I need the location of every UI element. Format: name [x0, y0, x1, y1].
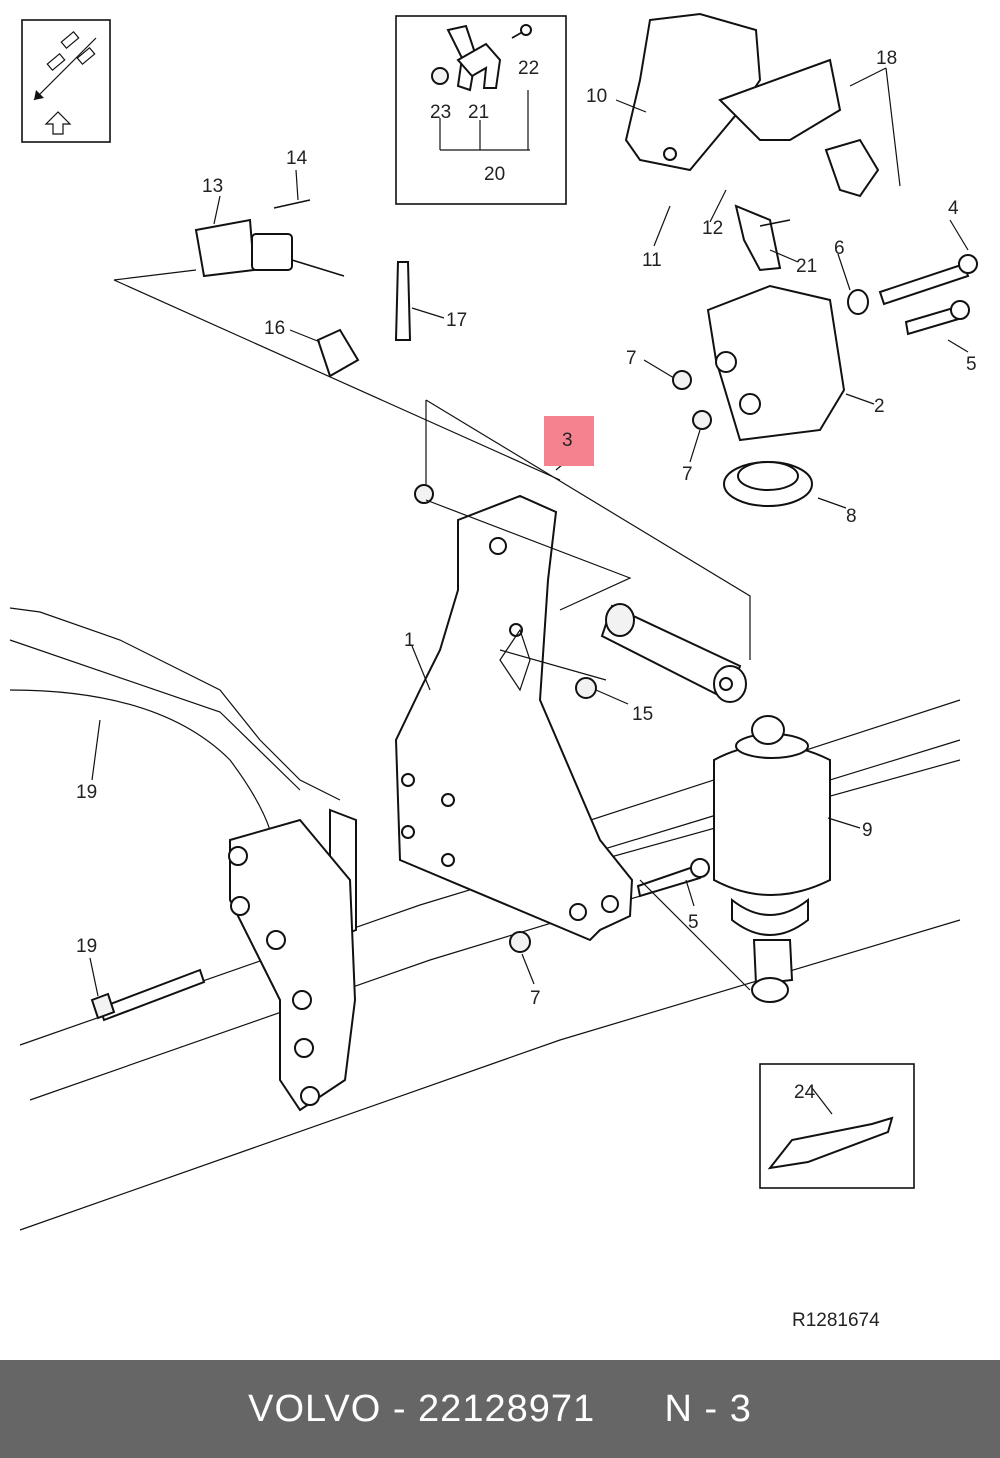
- footer-part-number: 22128971: [418, 1387, 596, 1430]
- callout-12: 12: [702, 218, 723, 239]
- air-spring-9: [713, 715, 831, 1003]
- callout-3: 3: [562, 430, 573, 451]
- callout-5: 5: [688, 912, 699, 933]
- sensor-parts: [194, 199, 412, 378]
- callout-18: 18: [876, 48, 897, 69]
- footer-bar: VOLVO - 22128971 N - 3: [0, 1360, 1000, 1458]
- footer-caption: VOLVO - 22128971 N - 3: [248, 1388, 752, 1431]
- callouts: 1 2 3 4 5 5 6 7 7 7 8 9 10 11 12 13 14 1…: [76, 48, 977, 1103]
- callout-19: 19: [76, 936, 97, 957]
- frame-bracket-19: [90, 818, 357, 1112]
- callout-6: 6: [834, 238, 845, 259]
- callout-20: 20: [484, 164, 505, 185]
- callout-10: 10: [586, 86, 607, 107]
- parts-diagram: 1 2 3 4 5 5 6 7 7 7 8 9 10 11 12 13 14 1…: [9, 12, 978, 1331]
- callout-8: 8: [846, 506, 857, 527]
- inset-box-20: [395, 15, 567, 205]
- callout-9: 9: [862, 820, 873, 841]
- callout-23: 23: [430, 102, 451, 123]
- callout-21: 21: [468, 102, 489, 123]
- footer-brand: VOLVO: [248, 1387, 382, 1430]
- callout-13: 13: [202, 176, 223, 197]
- footer-position: N - 3: [664, 1387, 752, 1430]
- callout-1: 1: [404, 630, 415, 651]
- orientation-icon: [21, 19, 111, 143]
- callout-21: 21: [796, 256, 817, 277]
- ring-8: [723, 461, 813, 507]
- highlight-box: [544, 416, 594, 466]
- callout-19: 19: [76, 782, 97, 803]
- callout-5: 5: [966, 354, 977, 375]
- damper-mount-2: [706, 284, 846, 442]
- main-bracket-1: [394, 494, 634, 942]
- callout-7: 7: [626, 348, 637, 369]
- callout-22: 22: [518, 58, 539, 79]
- leader-lines: [89, 67, 969, 997]
- footer-separator: -: [381, 1387, 419, 1430]
- shock-absorber-3: [600, 603, 747, 703]
- callout-14: 14: [286, 148, 308, 169]
- small-brackets: [734, 138, 880, 272]
- callout-7: 7: [682, 464, 693, 485]
- bolts: [636, 254, 978, 898]
- nuts: [414, 370, 712, 953]
- callout-16: 16: [264, 318, 285, 339]
- callout-24: 24: [794, 1082, 816, 1103]
- callout-7: 7: [530, 988, 541, 1009]
- callout-15: 15: [632, 704, 653, 725]
- callout-2: 2: [874, 396, 885, 417]
- reference-code: R1281674: [792, 1310, 880, 1331]
- callout-11: 11: [642, 250, 662, 271]
- bracket-10: [624, 12, 842, 172]
- callout-17: 17: [446, 310, 467, 331]
- callout-4: 4: [948, 198, 959, 219]
- inset-box-24: [759, 1063, 915, 1189]
- footer-gap: [595, 1388, 664, 1430]
